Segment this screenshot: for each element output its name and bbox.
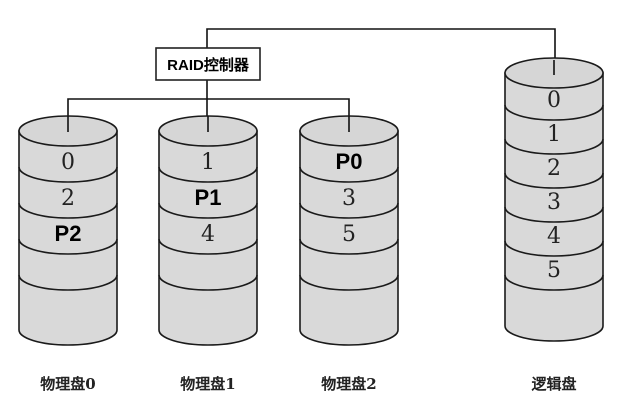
physical-disk-caption: 物理盘1 (180, 375, 235, 393)
logical-block-label: 2 (547, 156, 561, 181)
logical-disk: 0 1 2 3 4 5 逻辑盘 (504, 57, 604, 393)
stripe-divider (299, 238, 399, 255)
stripe-divider (504, 206, 604, 223)
stripe-divider (158, 202, 258, 219)
stripe-divider (18, 166, 118, 183)
stripe-divider (18, 238, 118, 255)
data-block-label: 2 (61, 186, 75, 211)
parity-block-label: P2 (55, 221, 82, 246)
stripe-divider (158, 238, 258, 255)
stripe-divider (158, 166, 258, 183)
physical-disk-0: 0 2P2 物理盘0 (18, 115, 118, 393)
physical-disk-1: 1P1 4 物理盘1 (158, 115, 258, 393)
stripe-divider (299, 202, 399, 219)
raid-controller-label: RAID控制器 (167, 56, 250, 74)
logical-block-label: 3 (547, 190, 561, 215)
physical-disk-1-body (158, 130, 258, 346)
logical-block-label: 0 (547, 88, 561, 113)
data-block-label: 3 (342, 186, 356, 211)
stripe-divider (18, 202, 118, 219)
stripe-divider (299, 274, 399, 291)
stripe-divider (504, 172, 604, 189)
stripe-divider (299, 166, 399, 183)
logical-block-label: 1 (547, 122, 561, 147)
logical-block-label: 4 (547, 224, 561, 249)
logical-block-label: 5 (547, 258, 561, 283)
physical-disk-2-body (299, 130, 399, 346)
data-block-label: 4 (201, 222, 215, 247)
physical-disk-caption: 物理盘2 (321, 375, 376, 393)
data-block-label: 0 (61, 150, 75, 175)
stripe-divider (18, 274, 118, 291)
data-block-label: 1 (201, 150, 215, 175)
stripe-divider (504, 138, 604, 155)
stripe-divider (504, 240, 604, 257)
physical-disk-caption: 物理盘0 (40, 375, 95, 393)
parity-block-label: P1 (195, 185, 222, 210)
stripe-divider (504, 274, 604, 291)
raid-controller-box (155, 47, 261, 81)
logical-disk-body (504, 72, 604, 342)
connectors (67, 28, 556, 127)
physical-disk-0-body (18, 130, 118, 346)
logical-disk-caption: 逻辑盘 (531, 375, 576, 393)
data-block-label: 5 (342, 222, 356, 247)
stripe-divider (504, 104, 604, 121)
raid-controller: RAID控制器 (155, 47, 261, 81)
disk-bus-connector (67, 98, 350, 127)
stripe-divider (158, 274, 258, 291)
physical-disk-2: P0 3 5 物理盘2 (299, 115, 399, 393)
parity-block-label: P0 (336, 149, 363, 174)
